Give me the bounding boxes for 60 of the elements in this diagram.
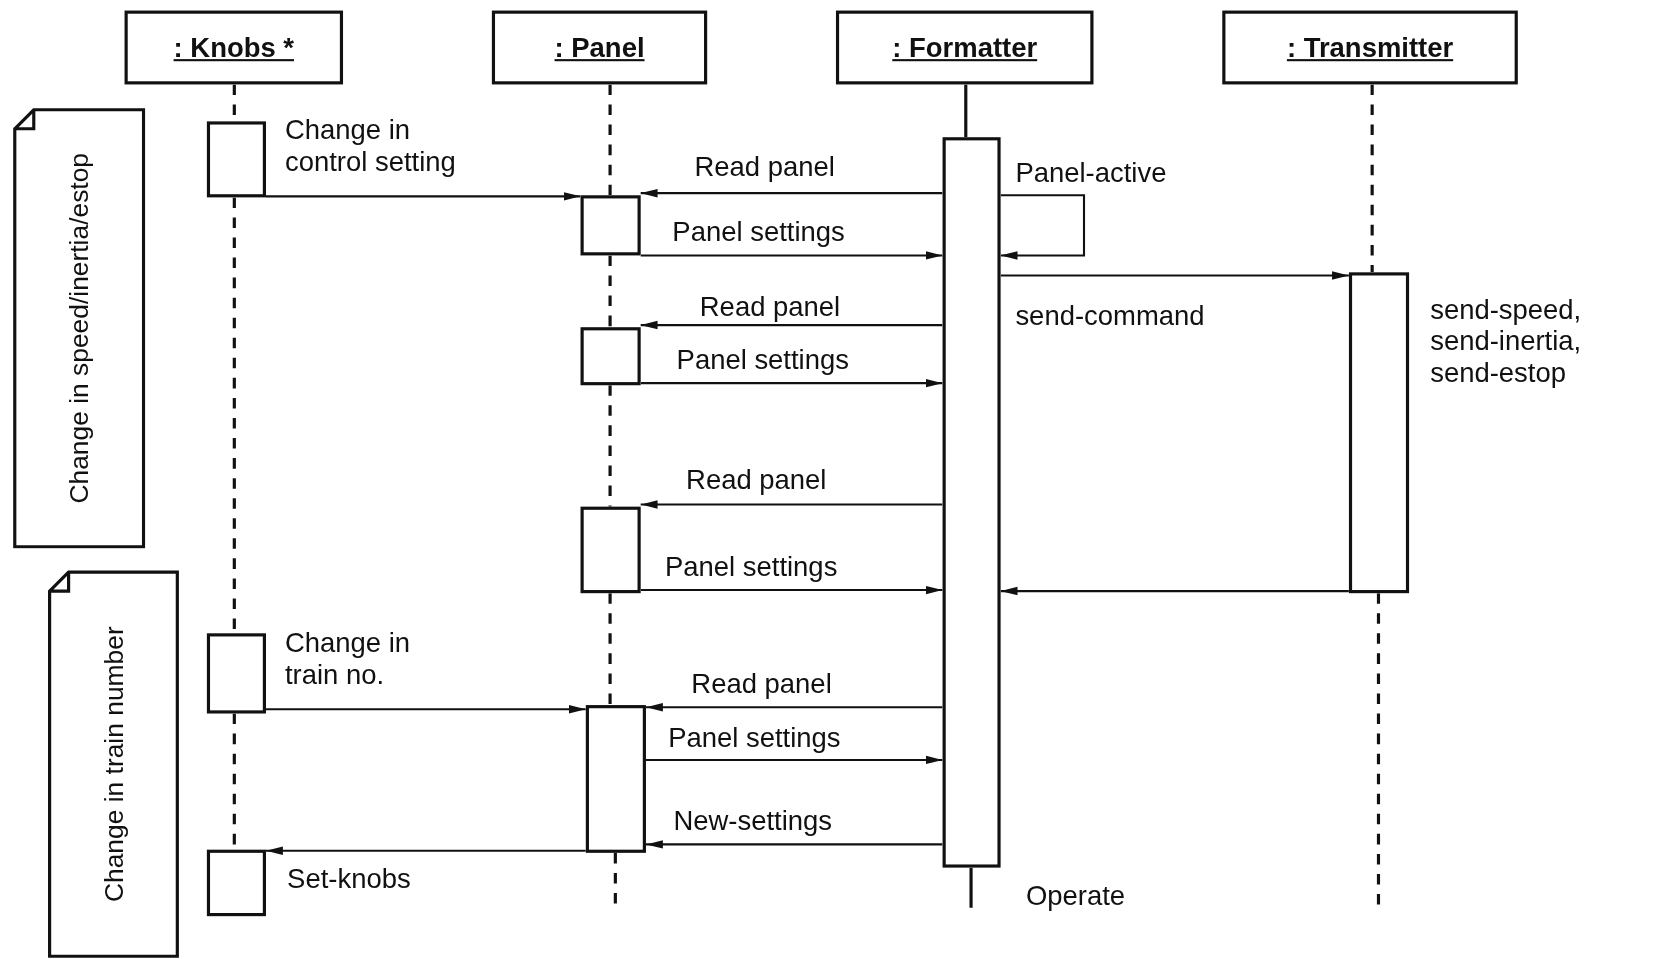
activation-bar xyxy=(942,137,1001,868)
message-arrow xyxy=(1000,586,1349,596)
lifeline xyxy=(964,84,968,138)
object-name: : Formatter xyxy=(892,31,1038,64)
object-name: : Transmitter xyxy=(1286,31,1454,64)
note-text: Change in speed/inertia/estop xyxy=(63,152,95,504)
note-text: Change in train number xyxy=(98,626,129,903)
message-arrow xyxy=(640,188,943,198)
edge-label: Change in train no. xyxy=(285,626,412,691)
activation-bar xyxy=(585,705,646,853)
message-arrow xyxy=(645,702,943,712)
message-arrow xyxy=(266,705,586,714)
lifeline xyxy=(1370,84,1374,273)
edge-label: Panel-active xyxy=(1015,156,1168,188)
message-arrow xyxy=(1000,194,1086,260)
edge-label: Set-knobs xyxy=(287,862,412,894)
edge-label: Panel settings xyxy=(664,550,839,583)
lifeline xyxy=(1376,593,1381,906)
note xyxy=(47,569,180,959)
edge-label: Panel settings xyxy=(676,344,850,376)
edge-label: Panel settings xyxy=(668,721,842,754)
lifeline-head xyxy=(491,10,708,85)
edge-label: New-settings xyxy=(673,804,834,836)
note xyxy=(12,107,146,549)
lifeline-head xyxy=(1222,10,1518,85)
message-arrow xyxy=(266,846,586,855)
annotation-text: send-speed, send-inertia, send-estop xyxy=(1430,293,1583,389)
activation-bar xyxy=(580,327,641,386)
annotation-text: Operate xyxy=(1025,879,1127,911)
activation-bar xyxy=(206,849,266,917)
activation-bar xyxy=(580,506,641,594)
lifeline xyxy=(608,255,612,328)
edge-label: Read panel xyxy=(686,463,828,496)
edge-label: Read panel xyxy=(691,668,833,700)
object-name: : Knobs * xyxy=(173,31,294,64)
activation-bar xyxy=(206,633,266,714)
edge-label: Read panel xyxy=(699,290,842,322)
message-arrow xyxy=(640,378,943,388)
lifeline xyxy=(613,852,617,906)
edge-label: Change in control setting xyxy=(285,114,457,178)
lifeline xyxy=(608,84,612,196)
lifeline xyxy=(969,867,973,908)
message-arrow xyxy=(1000,271,1349,280)
activation-bar xyxy=(580,195,641,256)
message-arrow xyxy=(645,840,943,849)
message-arrow xyxy=(640,251,943,260)
message-arrow xyxy=(266,192,581,201)
activation-bar xyxy=(1348,272,1410,594)
lifeline-head xyxy=(124,10,344,85)
edge-label: send-command xyxy=(1015,299,1206,332)
edge-label: Panel settings xyxy=(672,215,846,247)
lifeline-head xyxy=(835,10,1094,85)
object-name: : Panel xyxy=(554,31,645,64)
activation-bar xyxy=(206,121,266,198)
message-arrow xyxy=(640,320,943,330)
edge-label: Read panel xyxy=(694,150,836,183)
message-arrow xyxy=(640,585,943,595)
lifeline xyxy=(608,593,612,706)
message-arrow xyxy=(645,755,943,765)
message-arrow xyxy=(640,500,943,509)
